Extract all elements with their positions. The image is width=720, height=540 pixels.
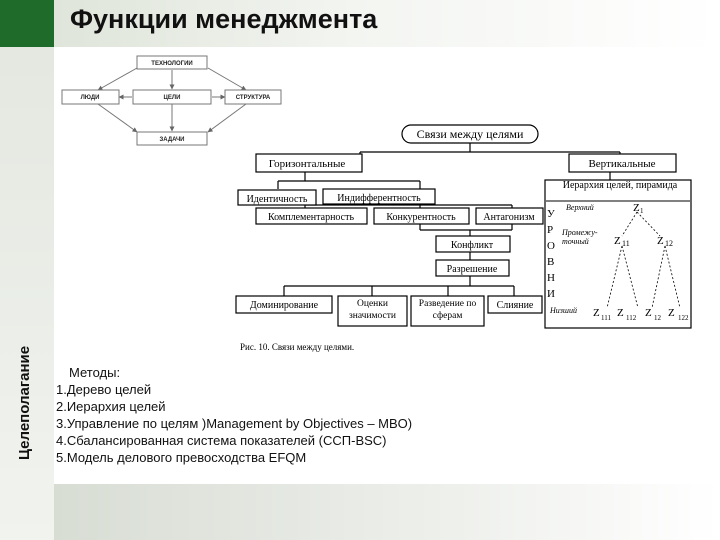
- indifference-box: [322, 188, 436, 205]
- svg-text:122: 122: [678, 314, 689, 322]
- svg-text:111: 111: [601, 314, 611, 322]
- tasks-label: ЗАДАЧИ: [160, 137, 185, 143]
- identity-label: Идентичность: [247, 194, 308, 205]
- people-box: [61, 89, 120, 105]
- hierarchy-title: Иерархия целей, пирамида: [562, 181, 678, 191]
- significance-box: [337, 295, 408, 327]
- goals-box: [132, 89, 212, 105]
- tasks-box: [136, 131, 208, 146]
- links-root-box: [401, 124, 539, 144]
- identity-box: [237, 189, 317, 206]
- tech-box: [136, 55, 208, 70]
- conflict-label: Конфликт: [451, 240, 494, 251]
- svg-text:12: 12: [665, 239, 673, 248]
- structure-label: СТРУКТУРА: [236, 95, 271, 101]
- svg-text:112: 112: [626, 314, 637, 322]
- indifference-label: Индифферентность: [337, 193, 421, 204]
- resolution-box: [435, 259, 510, 277]
- significance-label: Оценки значимости: [349, 299, 396, 321]
- methods-heading: Методы:: [69, 365, 121, 380]
- links-connectors: [277, 143, 621, 296]
- levels-letters: У Р О В Н И: [547, 208, 555, 300]
- horizontal-box: [255, 153, 363, 173]
- antagonism-label: Антагонизм: [483, 212, 535, 223]
- svg-text:Z: Z: [657, 235, 664, 247]
- svg-text:11: 11: [622, 239, 630, 248]
- goals-context-diagram: [97, 67, 247, 133]
- complementarity-box: [255, 207, 368, 225]
- separation-label: Разведение по сферам: [418, 299, 477, 321]
- method-item: 1.Дерево целей: [56, 382, 152, 397]
- figure-caption: Рис. 10. Связи между целями.: [240, 342, 354, 352]
- slide-title: Функции менеджмента: [70, 4, 378, 34]
- methods-list: Методы: 1.Дерево целей 2.Иерархия целей …: [56, 364, 412, 466]
- competition-box: [373, 207, 470, 225]
- merger-label: Слияние: [497, 300, 534, 311]
- horizontal-label: Горизонтальные: [269, 158, 346, 170]
- svg-text:Z: Z: [633, 202, 640, 214]
- vertical-box: [568, 153, 677, 173]
- structure-box: [224, 89, 282, 105]
- links-root-label: Связи между целями: [417, 127, 524, 141]
- footer-band: [54, 484, 720, 540]
- svg-text:Z: Z: [614, 235, 621, 247]
- competition-label: Конкурентность: [386, 212, 456, 223]
- method-item: 3.Управление по целям )Management by Obj…: [56, 416, 413, 431]
- pyramid-lines: [606, 211, 681, 309]
- svg-text:Z: Z: [617, 307, 624, 319]
- level-low-label: Низший: [549, 306, 577, 315]
- svg-text:1: 1: [640, 207, 644, 215]
- svg-text:Z: Z: [593, 307, 600, 319]
- domination-label: Доминирование: [250, 300, 319, 311]
- domination-box: [235, 295, 333, 314]
- side-band: [0, 47, 54, 540]
- separation-box: [410, 295, 485, 327]
- level-top-label: Верхний: [566, 203, 594, 212]
- complementarity-label: Комплементарность: [268, 212, 355, 223]
- method-item: 2.Иерархия целей: [56, 399, 166, 414]
- people-label: ЛЮДИ: [81, 95, 100, 101]
- resolution-label: Разрешение: [447, 264, 498, 275]
- antagonism-box: [475, 207, 544, 225]
- method-item: 5.Модель делового превосходства EFQM: [56, 450, 307, 465]
- title-band: [54, 0, 720, 47]
- conflict-box: [435, 235, 511, 253]
- goals-label: ЦЕЛИ: [164, 95, 181, 101]
- svg-text:12: 12: [654, 314, 662, 322]
- level-mid-label: Промежу-точный: [562, 228, 598, 246]
- merger-box: [487, 295, 543, 314]
- vertical-label: Вертикальные: [588, 158, 655, 170]
- svg-text:Z: Z: [645, 307, 652, 319]
- tech-label: ТЕХНОЛОГИИ: [151, 61, 192, 67]
- svg-text:Z: Z: [668, 307, 675, 319]
- title-accent-block: [0, 0, 54, 47]
- method-item: 4.Сбалансированная система показателей (…: [56, 433, 387, 448]
